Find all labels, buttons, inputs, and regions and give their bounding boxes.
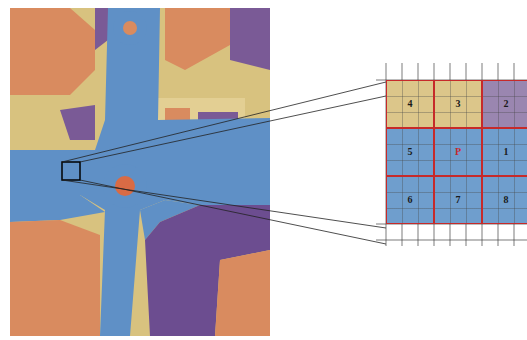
cell-number: P xyxy=(455,147,461,157)
cell-number: 2 xyxy=(504,99,509,109)
grid-cell: 7 xyxy=(434,176,482,224)
cell-number: 6 xyxy=(408,195,413,205)
cell-number: 1 xyxy=(504,147,509,157)
grid-cell: P xyxy=(434,128,482,176)
grid-cell: 8 xyxy=(482,176,527,224)
cell-number: 3 xyxy=(456,99,461,109)
grid-cell: 6 xyxy=(386,176,434,224)
grid-cell: 2 xyxy=(482,80,527,128)
cell-number: 5 xyxy=(408,147,413,157)
cell-number: 7 xyxy=(456,195,461,205)
grid-cell: 5 xyxy=(386,128,434,176)
grid-cell: 3 xyxy=(434,80,482,128)
cell-number: 8 xyxy=(504,195,509,205)
grid-cell: 1 xyxy=(482,128,527,176)
cell-number: 4 xyxy=(408,99,413,109)
grid-cell: 4 xyxy=(386,80,434,128)
